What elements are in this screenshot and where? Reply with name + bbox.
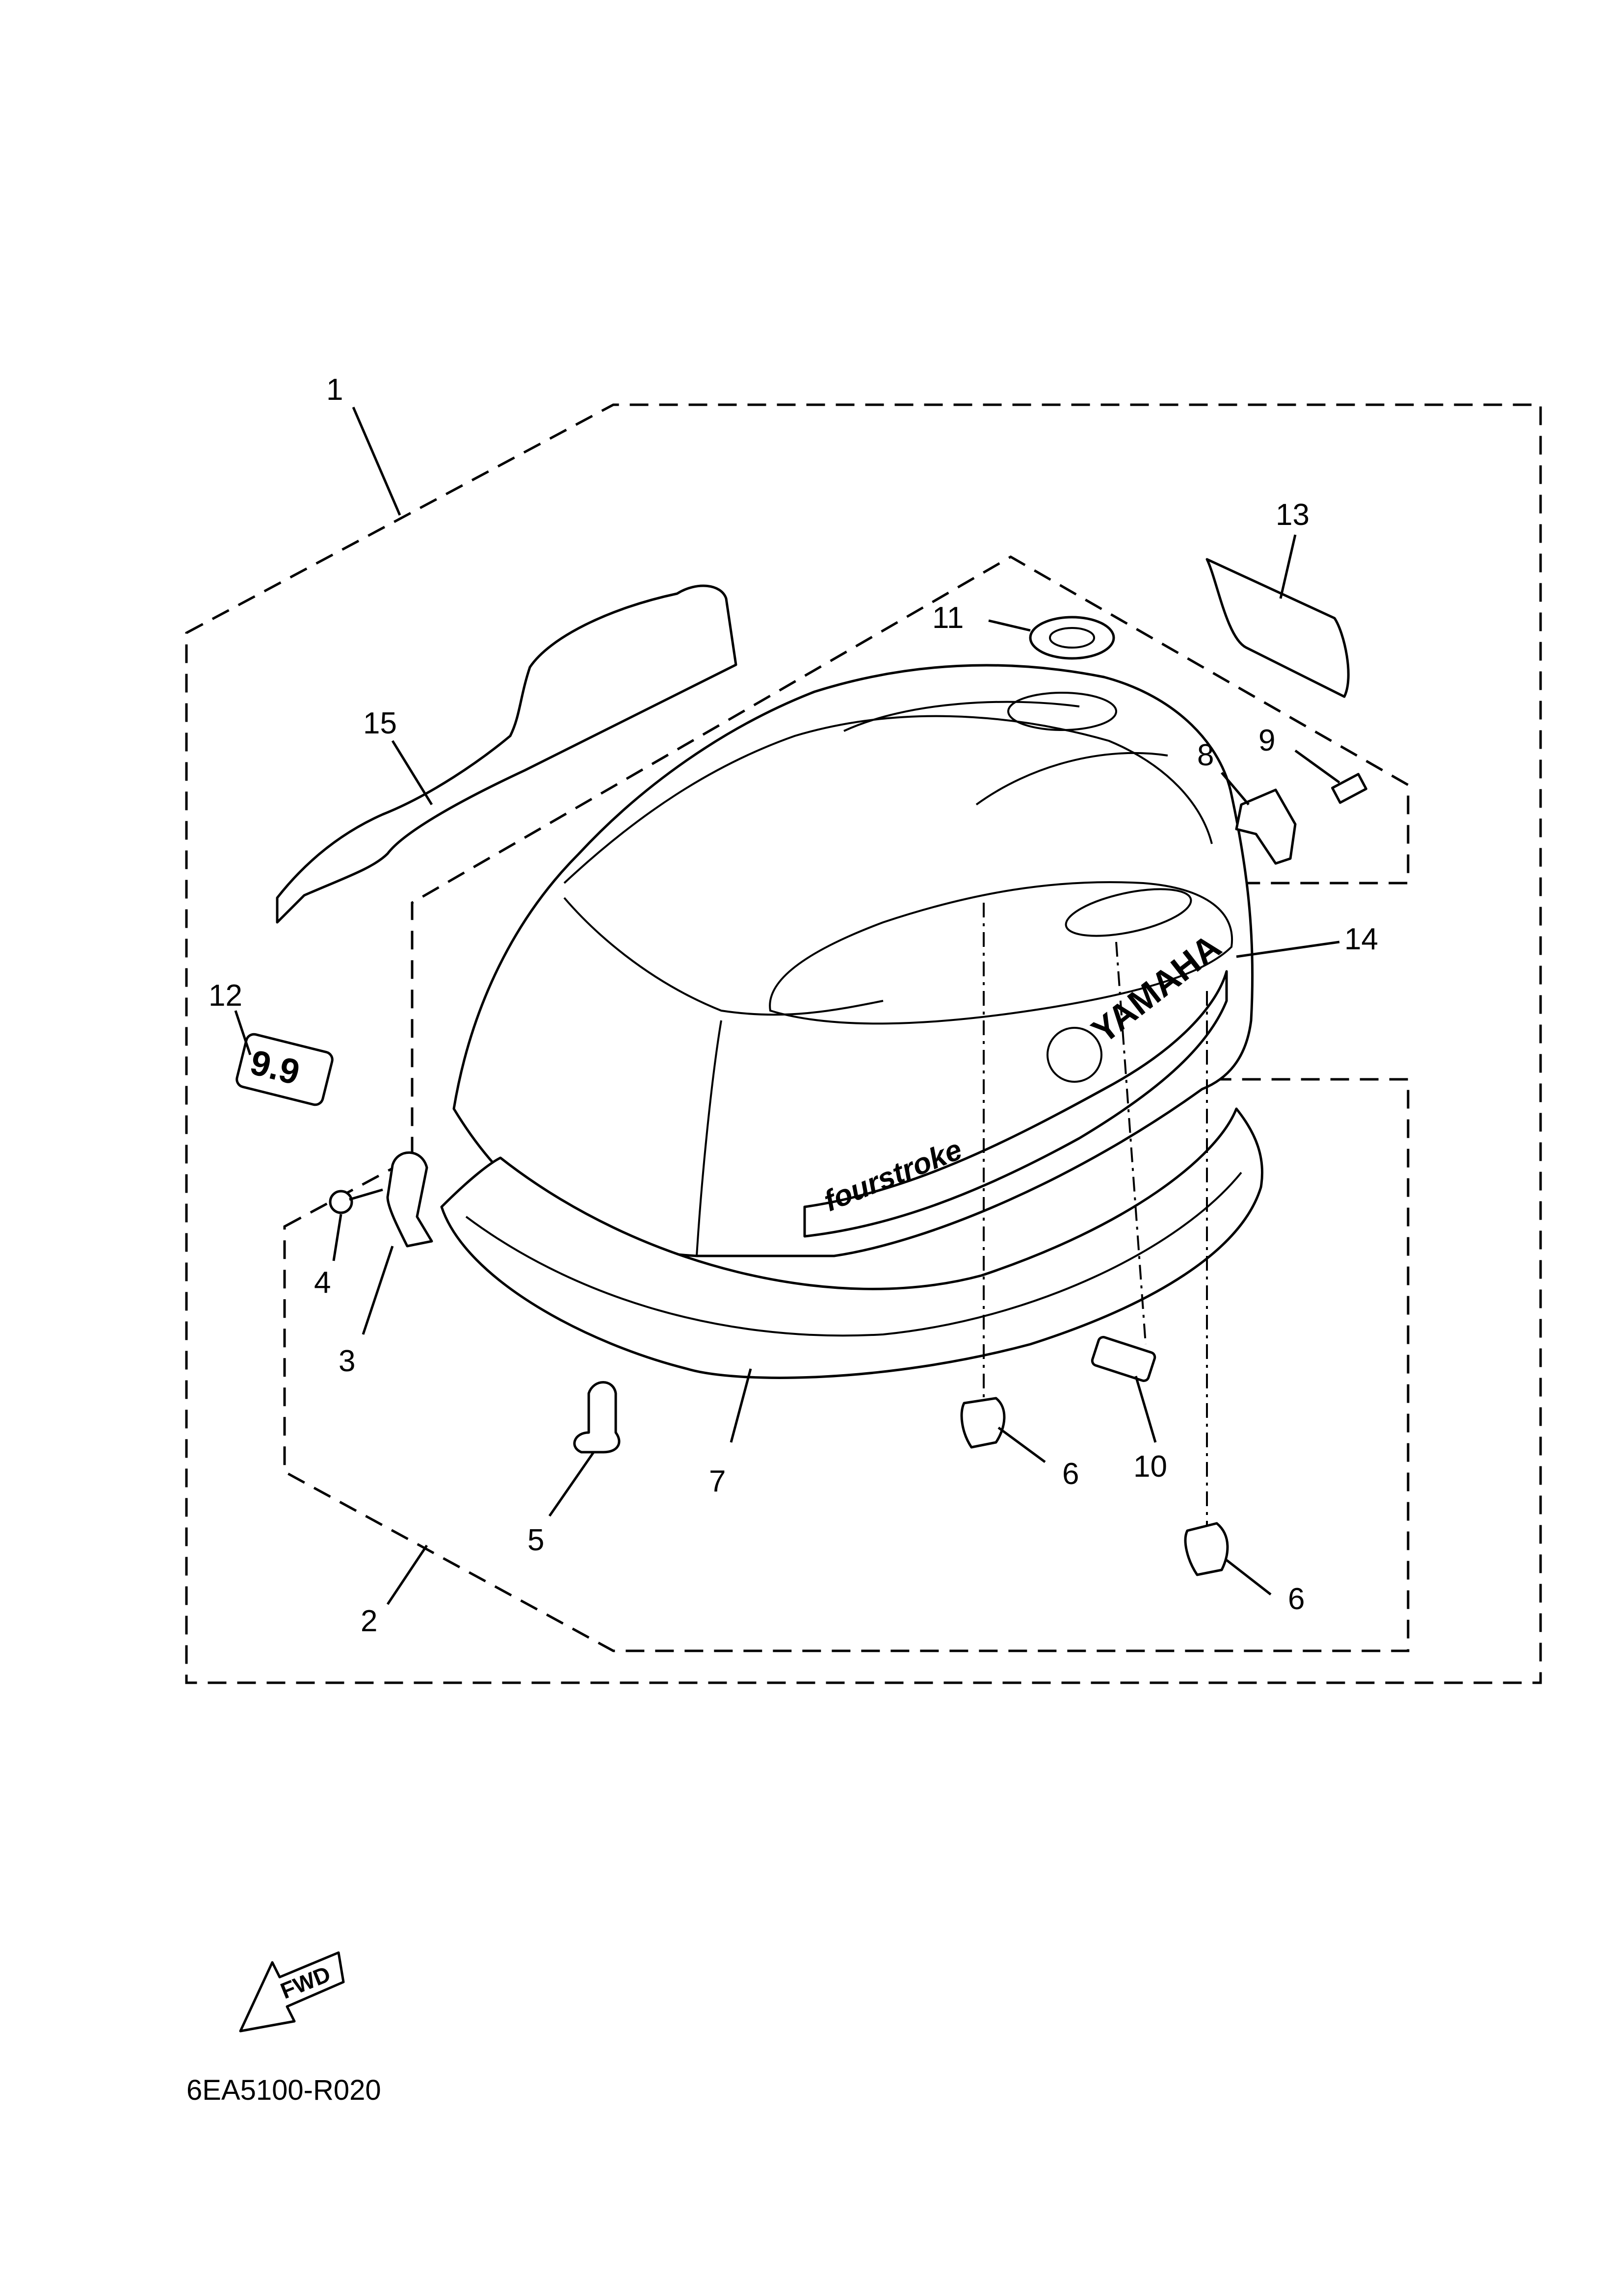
part-10-damper bbox=[1091, 1336, 1156, 1382]
leader-4 bbox=[332, 1214, 342, 1261]
callout-10: 10 bbox=[1133, 1450, 1167, 1484]
handle-recess bbox=[1007, 692, 1117, 731]
callout-6b: 6 bbox=[1288, 1582, 1305, 1616]
part-13-label bbox=[1205, 558, 1350, 698]
leader-10 bbox=[1134, 1376, 1157, 1443]
callout-13: 13 bbox=[1276, 498, 1309, 532]
leader-5 bbox=[548, 1451, 595, 1517]
cowling-groove-2 bbox=[975, 752, 1168, 806]
part-8-bracket bbox=[1235, 788, 1297, 865]
leader-14 bbox=[1236, 940, 1340, 958]
callout-6a: 6 bbox=[1062, 1457, 1079, 1491]
cowling-edge bbox=[696, 1020, 722, 1256]
leader-7 bbox=[730, 1368, 752, 1443]
callout-2: 2 bbox=[361, 1604, 377, 1638]
leader-13 bbox=[1279, 534, 1297, 599]
cowling-ridge bbox=[563, 715, 1213, 884]
leader-12 bbox=[234, 1010, 252, 1055]
lever-recess bbox=[1065, 888, 1192, 937]
grommet-center bbox=[1049, 627, 1095, 649]
leader-6a bbox=[997, 1426, 1046, 1463]
callout-8: 8 bbox=[1197, 738, 1214, 772]
callout-3: 3 bbox=[339, 1344, 355, 1378]
callout-9: 9 bbox=[1258, 724, 1275, 757]
callout-15: 15 bbox=[363, 706, 397, 740]
seal-inner-line bbox=[465, 1172, 1242, 1337]
part-code: 6EA5100-R020 bbox=[186, 2074, 381, 2106]
leader-6b bbox=[1226, 1559, 1272, 1595]
fwd-arrow-icon bbox=[239, 1951, 345, 2033]
leader-3 bbox=[362, 1246, 394, 1335]
part-14-decal bbox=[803, 970, 1228, 1238]
callout-11: 11 bbox=[932, 601, 964, 635]
leader-8 bbox=[1221, 772, 1250, 806]
part-6-clamp-a bbox=[960, 1397, 1006, 1449]
part-3-hinge bbox=[386, 1151, 433, 1248]
leader-15 bbox=[391, 740, 433, 806]
part-4-rivet bbox=[329, 1190, 353, 1214]
cowling-groove-1 bbox=[843, 701, 1080, 732]
part-15-seal-strip bbox=[276, 584, 737, 924]
callout-1: 1 bbox=[326, 373, 343, 407]
group-1-boundary bbox=[185, 403, 1542, 1684]
callout-5: 5 bbox=[527, 1523, 544, 1557]
part-11-grommet bbox=[1029, 616, 1115, 660]
rivet-shaft bbox=[349, 1188, 383, 1201]
leader-9 bbox=[1294, 749, 1340, 784]
leader-2 bbox=[386, 1544, 428, 1605]
leader-11 bbox=[988, 619, 1031, 632]
assembly-line-2 bbox=[1115, 941, 1147, 1345]
part-7-rubber-seal bbox=[440, 1107, 1263, 1379]
callout-12: 12 bbox=[209, 979, 242, 1013]
callout-7: 7 bbox=[709, 1464, 726, 1498]
callout-4: 4 bbox=[314, 1266, 331, 1300]
part-5-stud bbox=[573, 1381, 621, 1454]
leader-1 bbox=[352, 407, 401, 516]
cowling-side-recess bbox=[769, 881, 1233, 1025]
part-6-clamp-b bbox=[1184, 1522, 1229, 1576]
part-12-badge bbox=[236, 1033, 334, 1106]
yamaha-emblem-icon bbox=[1047, 1027, 1102, 1083]
top-cowling bbox=[452, 664, 1254, 1257]
cowling-front-panel bbox=[563, 897, 884, 1016]
part-9-bolt bbox=[1331, 773, 1367, 804]
callout-14: 14 bbox=[1344, 922, 1378, 956]
